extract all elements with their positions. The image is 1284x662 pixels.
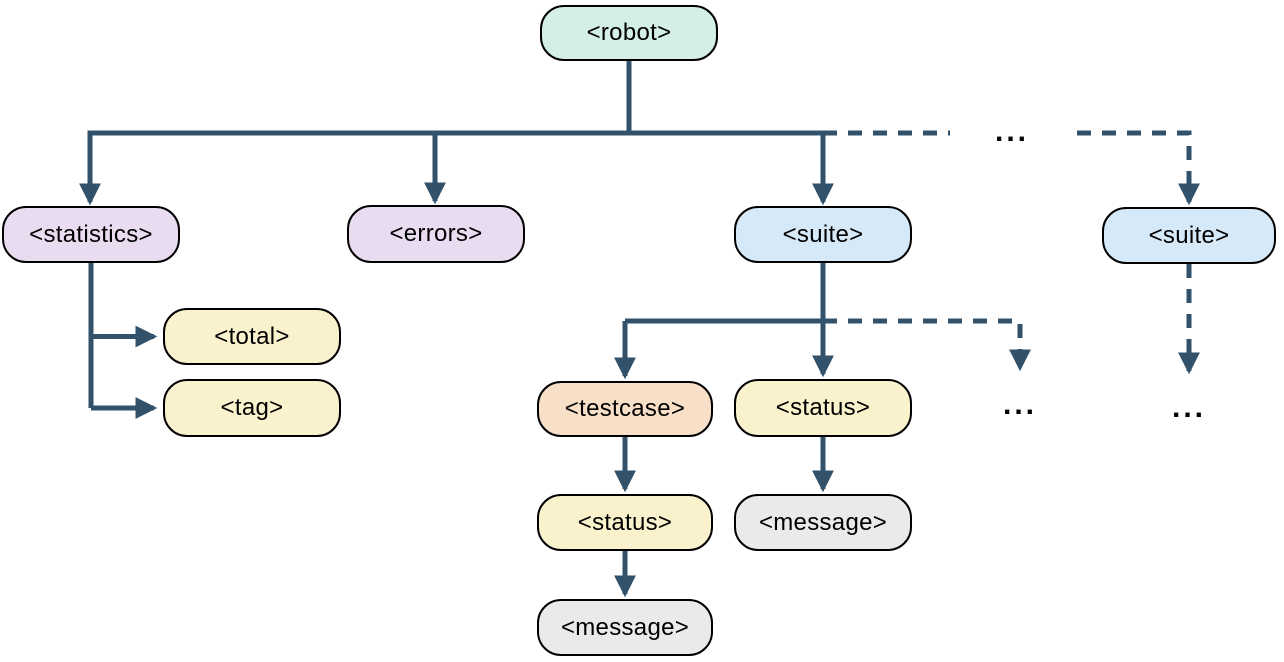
node-message-bottom: <message> — [537, 599, 713, 656]
node-suite-right: <suite> — [1102, 207, 1276, 264]
node-statistics: <statistics> — [2, 206, 180, 263]
node-robot: <robot> — [540, 5, 718, 61]
connector-suite-children-dashed — [823, 318, 1031, 372]
node-status-under-testcase: <status> — [537, 494, 713, 551]
ellipsis-right: ... — [1171, 391, 1206, 424]
node-testcase: <testcase> — [537, 381, 713, 437]
node-message-under-status: <message> — [734, 494, 912, 551]
node-total: <total> — [163, 308, 341, 365]
ellipsis-middle: ... — [1002, 388, 1037, 421]
node-status-under-suite: <status> — [734, 379, 912, 437]
node-errors: <errors> — [347, 205, 525, 263]
ellipsis-top: ... — [994, 115, 1029, 148]
node-suite-left: <suite> — [734, 206, 912, 263]
connector-to-suite-right-dashed — [1077, 130, 1200, 206]
node-tag: <tag> — [163, 379, 341, 437]
